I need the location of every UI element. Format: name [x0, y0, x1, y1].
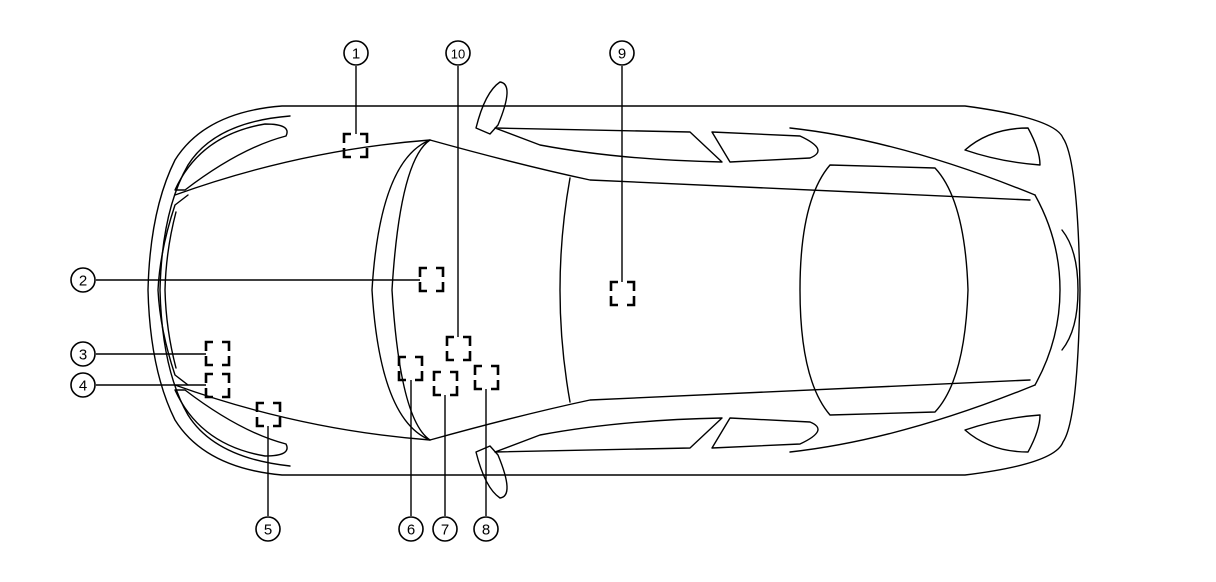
location-marker-1 — [342, 132, 369, 159]
callout-8: 8 — [473, 516, 499, 542]
front-grille — [164, 211, 177, 369]
callout-number: 3 — [79, 347, 87, 364]
callout-9: 9 — [609, 40, 635, 66]
rear-light-top — [964, 127, 1041, 166]
rear-quarter-bottom — [789, 384, 1036, 453]
side-window-bottom-rear — [711, 417, 819, 449]
callout-7: 7 — [432, 516, 458, 542]
side-window-top-rear — [711, 131, 819, 163]
callout-number: 4 — [79, 378, 87, 395]
mirror-bottom — [475, 445, 508, 499]
hood-line-top — [174, 139, 431, 196]
location-marker-5 — [255, 401, 282, 428]
callout-number: 7 — [441, 522, 449, 539]
callout-number: 5 — [264, 522, 272, 539]
mirror-top — [475, 81, 508, 135]
side-window-bottom-front — [494, 417, 723, 453]
shoulder-line-bottom — [429, 379, 1031, 441]
location-marker-8 — [473, 364, 500, 391]
location-marker-2 — [418, 266, 445, 293]
callout-10: 10 — [445, 40, 471, 66]
callout-6: 6 — [398, 516, 424, 542]
callout-number: 8 — [482, 522, 490, 539]
callout-1: 1 — [343, 40, 369, 66]
car-outline — [147, 81, 1081, 499]
front-fender-bottom — [174, 389, 288, 457]
callout-5: 5 — [255, 516, 281, 542]
front-fender-top — [174, 123, 288, 191]
roof-front-edge — [559, 177, 571, 403]
rear-quarter-top — [789, 127, 1036, 196]
callout-2: 2 — [70, 267, 96, 293]
shoulder-line-top — [429, 139, 1031, 201]
location-marker-7 — [432, 370, 459, 397]
callout-number: 6 — [407, 522, 415, 539]
callout-number: 2 — [79, 273, 87, 290]
location-marker-10 — [445, 335, 472, 362]
callouts: 1 2 3 4 5 6 7 8 — [70, 40, 635, 542]
car-body-inner — [159, 115, 291, 467]
location-marker-4 — [204, 372, 231, 399]
callout-number: 10 — [451, 47, 465, 62]
hood-line-bottom — [174, 384, 431, 441]
callout-4: 4 — [70, 372, 96, 398]
leader-lines — [96, 66, 623, 516]
location-marker-9 — [609, 280, 636, 307]
callout-number: 1 — [352, 46, 360, 63]
rear-spoiler — [1061, 229, 1079, 351]
rear-light-bottom — [964, 414, 1041, 453]
callout-3: 3 — [70, 341, 96, 367]
location-marker-6 — [397, 355, 424, 382]
location-markers — [204, 132, 636, 428]
side-window-top-front — [494, 127, 723, 163]
location-marker-3 — [204, 340, 231, 367]
rear-window — [799, 164, 969, 416]
callout-number: 9 — [618, 46, 626, 63]
rear-end — [1034, 194, 1061, 386]
car-body-outer — [147, 105, 1081, 476]
